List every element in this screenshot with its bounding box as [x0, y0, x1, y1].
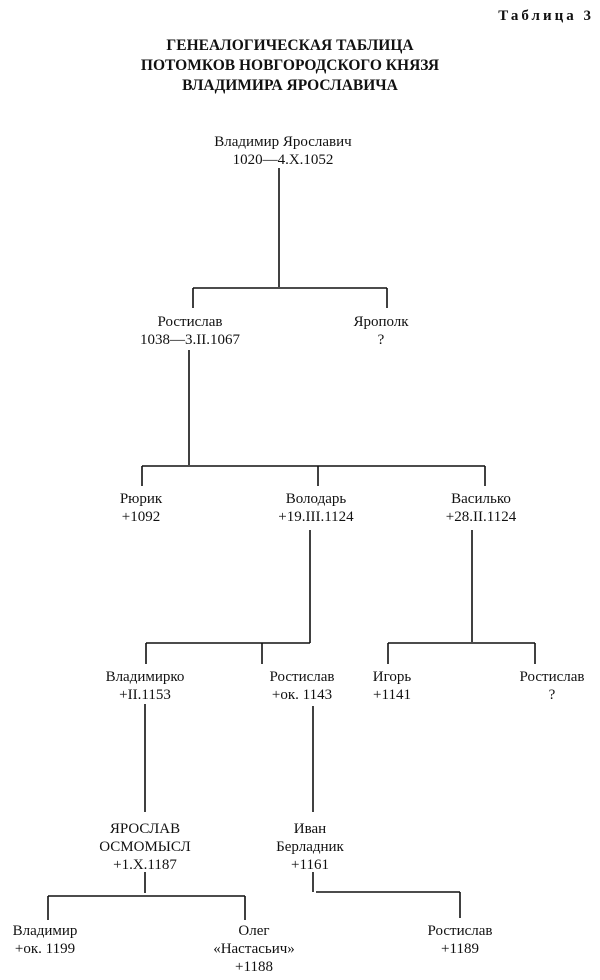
person-yaropolk: Ярополк?: [281, 313, 481, 349]
person-rostislav-1143: Ростислав +ок. 1143: [202, 668, 402, 704]
person-name: Иван: [293, 821, 327, 837]
person-dates: ?: [548, 687, 556, 703]
person-name: Василько: [451, 491, 511, 507]
person-name: Ростислав: [519, 669, 585, 685]
person-dates: +1189: [441, 941, 479, 957]
person-volodar: Володарь +19.III.1124: [216, 490, 416, 526]
person-vladimir-1199: Владимир +ок. 1199: [0, 922, 145, 958]
person-dates: +28.II.1124: [445, 509, 517, 525]
title-line: ВЛАДИМИРА ЯРОСЛАВИЧА: [182, 77, 398, 94]
person-vladimir-yaroslavich: Владимир Ярославич 1020—4.X.1052: [183, 133, 383, 169]
person-igor: Игорь +1141: [292, 668, 492, 704]
person-name: Рюрик: [119, 491, 163, 507]
title-line: ПОТОМКОВ НОВГОРОДСКОГО КНЯЗЯ: [140, 57, 440, 74]
person-dates: +ок. 1143: [271, 687, 333, 703]
person-vasilko: Василько +28.II.1124: [381, 490, 581, 526]
person-name: ОСМОМЫСЛ: [99, 839, 191, 855]
person-dates: +19.III.1124: [278, 509, 354, 525]
person-name: Ростислав: [269, 669, 335, 685]
person-name: Ярополк: [353, 314, 409, 330]
person-name: «Настасьич»: [213, 941, 295, 957]
person-name: ЯРОСЛАВ: [109, 821, 181, 837]
person-dates: +ок. 1199: [14, 941, 76, 957]
person-name: Ростислав: [157, 314, 223, 330]
person-name: Олег: [238, 923, 270, 939]
person-dates: +1.X.1187: [113, 857, 177, 873]
person-rostislav-1189: Ростислав +1189: [360, 922, 560, 958]
person-dates: +1188: [235, 959, 273, 975]
page-title: ГЕНЕАЛОГИЧЕСКАЯ ТАБЛИЦА ПОТОМКОВ НОВГОРО…: [0, 36, 580, 96]
person-dates: +1141: [373, 687, 411, 703]
person-name: Володарь: [285, 491, 347, 507]
title-line: ГЕНЕАЛОГИЧЕСКАЯ ТАБЛИЦА: [166, 37, 414, 54]
person-name: Владимир: [12, 923, 78, 939]
person-dates: ?: [377, 332, 385, 348]
person-name: Берладник: [276, 839, 344, 855]
person-vladimirko: Владимирко +II.1153: [45, 668, 245, 704]
person-dates: +1161: [291, 857, 329, 873]
table-number-label: Таблица 3: [498, 8, 594, 24]
person-yaroslav-osmomysl: ЯРОСЛАВ ОСМОМЫСЛ +1.X.1187: [45, 820, 245, 874]
person-name: Ростислав: [427, 923, 493, 939]
person-rostislav-1067: Ростислав 1038—3.II.1067: [90, 313, 290, 349]
person-dates: 1020—4.X.1052: [232, 152, 334, 168]
person-name: Игорь: [372, 669, 412, 685]
person-rostislav-unknown: Ростислав?: [452, 668, 600, 704]
person-oleg-nastasyich: Олег «Настасьич» +1188: [154, 922, 354, 976]
person-dates: +1092: [121, 509, 161, 525]
person-name: Владимир Ярославич: [214, 134, 352, 150]
person-dates: +II.1153: [119, 687, 171, 703]
person-name: Владимирко: [105, 669, 185, 685]
person-ryurik: Рюрик +1092: [41, 490, 241, 526]
person-dates: 1038—3.II.1067: [140, 332, 240, 348]
